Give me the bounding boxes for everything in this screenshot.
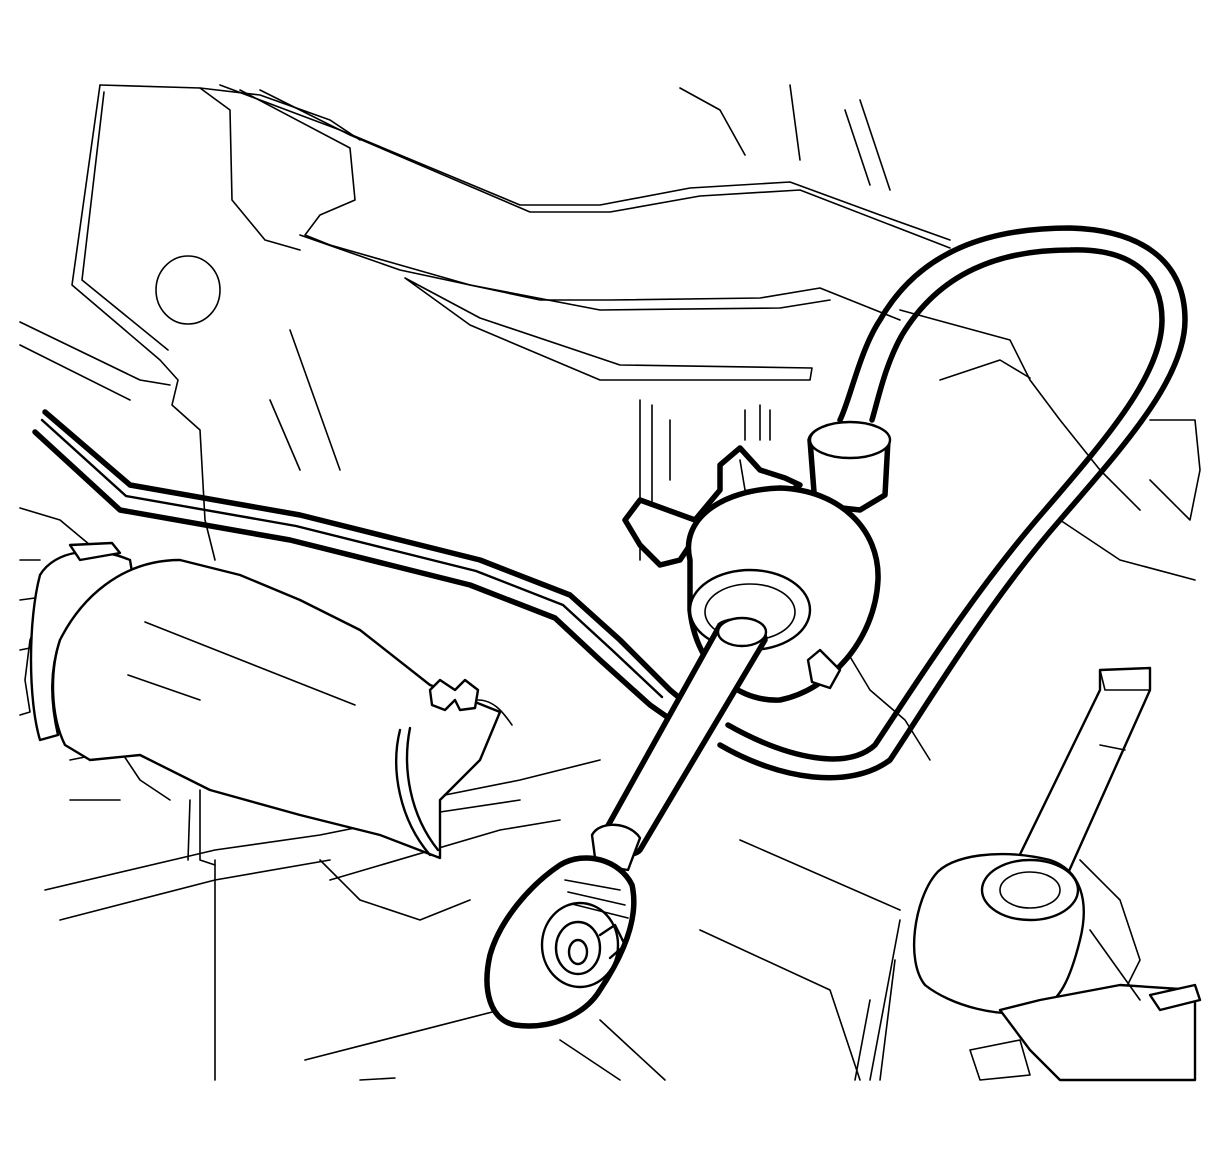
rod-body bbox=[597, 618, 768, 858]
boot-clamp-tab bbox=[428, 678, 480, 712]
crossmember-lower bbox=[299, 234, 901, 321]
rack-collar bbox=[980, 858, 1080, 922]
panel-right-4 bbox=[899, 309, 1141, 511]
rod-top-cap bbox=[716, 616, 768, 648]
floor-panel-7 bbox=[319, 859, 471, 921]
bracket-flange bbox=[199, 87, 301, 251]
floor-panel-1 bbox=[44, 799, 521, 891]
panel-right-3 bbox=[844, 99, 891, 191]
cable-loop bbox=[717, 225, 1188, 781]
crossmember-top-2 bbox=[259, 89, 951, 249]
boot-wire bbox=[477, 699, 513, 726]
panel-right-7 bbox=[1059, 519, 1196, 581]
right-lower-2 bbox=[1079, 859, 1141, 1001]
floor-bracket bbox=[187, 789, 216, 866]
shaft-groove bbox=[1099, 744, 1126, 751]
rack-clamp bbox=[1148, 983, 1202, 1012]
boot-clamp-left bbox=[68, 541, 122, 562]
rack-bracket bbox=[969, 1039, 1031, 1081]
boot-clamp-band bbox=[395, 726, 440, 857]
floor-panel-5 bbox=[559, 1019, 666, 1081]
floor-panel-6 bbox=[699, 839, 901, 1081]
boot-body bbox=[51, 558, 502, 860]
tie-rod bbox=[590, 616, 768, 872]
boot-lower-line bbox=[127, 674, 201, 701]
panel-left-2 bbox=[19, 344, 131, 401]
socket-end bbox=[484, 855, 637, 1029]
tube-inner-top bbox=[40, 418, 664, 699]
shaft-bar bbox=[1008, 666, 1152, 882]
tube-outer-bottom bbox=[32, 429, 703, 743]
fitting-sleeve-cap bbox=[808, 420, 892, 460]
crossmember-lower-2 bbox=[329, 244, 831, 311]
socket-threads bbox=[564, 879, 629, 919]
brake-line-tube bbox=[32, 409, 703, 743]
panel-right-1 bbox=[679, 87, 746, 156]
boot-highlight-line bbox=[144, 621, 356, 706]
panel-right-6 bbox=[1149, 419, 1201, 521]
floor-panel-2 bbox=[59, 859, 331, 921]
floor-panel-8 bbox=[329, 759, 601, 881]
cable-outer bbox=[717, 225, 1188, 781]
panel-right-5 bbox=[939, 359, 1031, 381]
socket-bore bbox=[567, 938, 589, 966]
socket-cotter bbox=[598, 923, 627, 960]
crossmember-top bbox=[219, 84, 951, 241]
bracket-hole bbox=[155, 255, 221, 325]
bracket-plate-top bbox=[99, 84, 361, 141]
floor-panel-4 bbox=[304, 1009, 501, 1081]
steering-shaft-assembly bbox=[869, 666, 1202, 1082]
bracket-plate-outline bbox=[71, 84, 216, 561]
bracket-flange-2 bbox=[239, 89, 356, 246]
steering-boot bbox=[19, 507, 513, 860]
socket-nut-inner bbox=[554, 920, 602, 976]
chassis-background bbox=[19, 84, 1201, 1081]
rack-housing-lines bbox=[869, 919, 1141, 1081]
panel-left-3 bbox=[269, 329, 341, 471]
panel-right-2 bbox=[789, 84, 801, 161]
shaft-face bbox=[1099, 669, 1151, 691]
right-lower-3 bbox=[854, 959, 896, 1081]
crossmember-ledge bbox=[404, 277, 813, 381]
cable-inner bbox=[725, 247, 1165, 762]
right-lower-1 bbox=[839, 639, 931, 761]
bracket-plate-inner bbox=[81, 91, 169, 351]
rack-boot bbox=[998, 983, 1197, 1082]
grommet-tab bbox=[806, 648, 842, 690]
tube-outer-top bbox=[42, 409, 703, 718]
rack-collar-inner bbox=[999, 871, 1061, 909]
panel-left-1 bbox=[19, 321, 171, 386]
post-lines bbox=[639, 399, 771, 561]
